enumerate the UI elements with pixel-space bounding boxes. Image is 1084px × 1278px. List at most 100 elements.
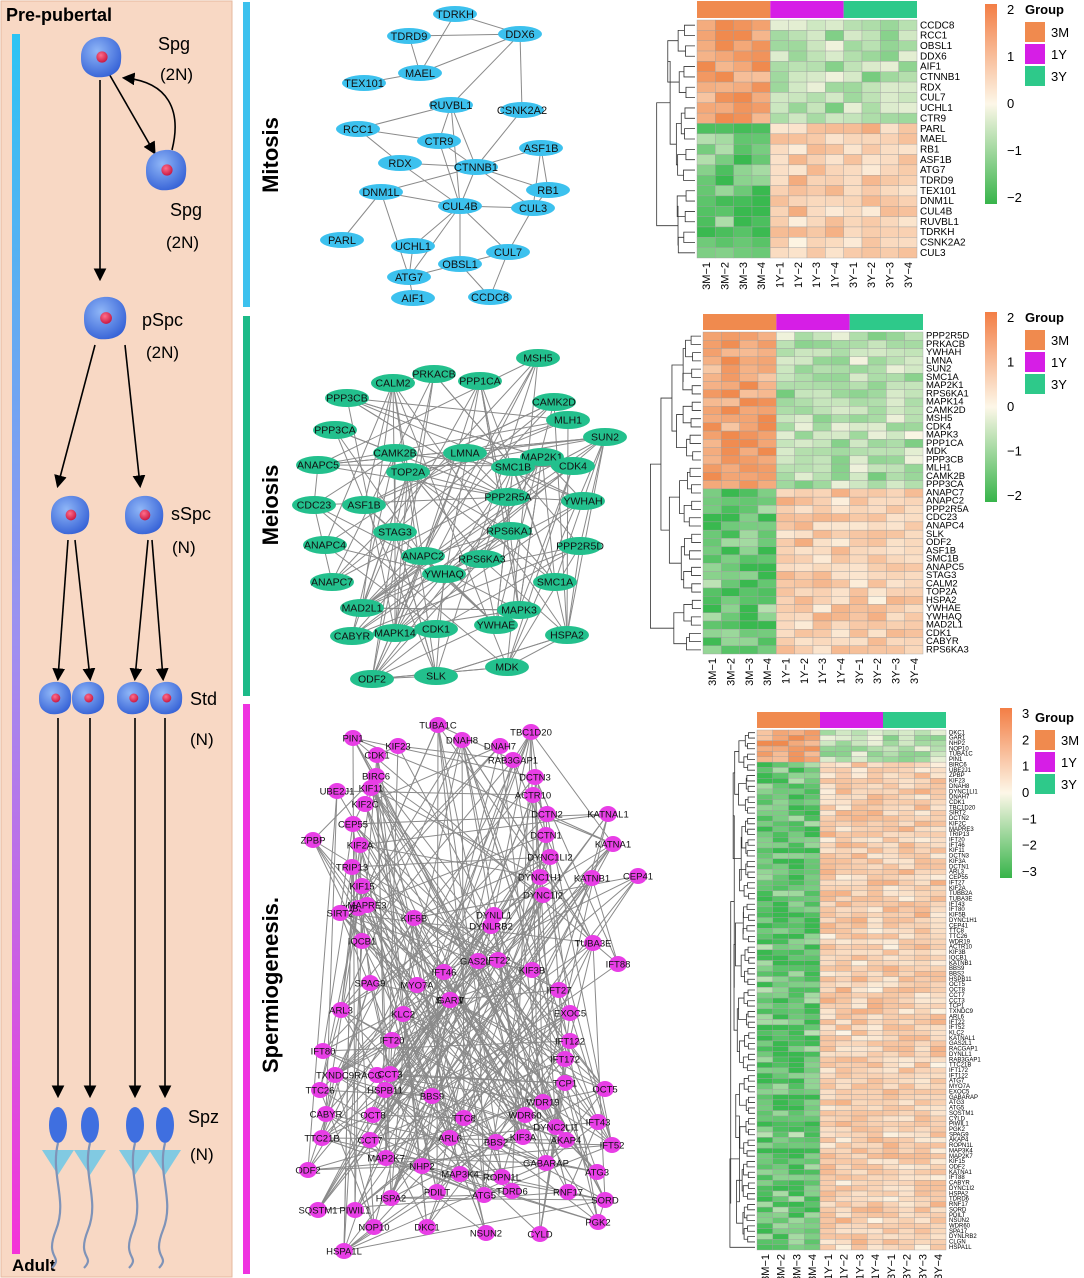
heatmap-gene-label: CLGN (949, 1240, 966, 1246)
network-node-label: NOP10 (358, 1222, 389, 1233)
heatmap-cell (819, 1244, 836, 1251)
heatmap-cell (851, 1233, 868, 1240)
heatmap-cell (867, 1030, 884, 1036)
heatmap-cell (702, 356, 722, 366)
heatmap-cell (882, 1169, 899, 1176)
network-node: CTR9 (417, 133, 461, 149)
group-annotation (757, 712, 820, 728)
heatmap-sample-label: 1Y−2 (839, 1254, 851, 1278)
heatmap-cell (914, 826, 931, 833)
heatmap-cell (804, 1126, 821, 1133)
heatmap-cell (849, 620, 869, 630)
heatmap-cell (715, 175, 734, 186)
heatmap-cell (867, 331, 887, 341)
heatmap-cell (867, 513, 887, 523)
heatmap-cell (867, 1072, 884, 1079)
heatmap-cell (898, 1212, 915, 1219)
heatmap-cell (930, 1206, 947, 1213)
heatmap-cell (819, 820, 836, 827)
network-node: HSPB11 (367, 1082, 403, 1098)
heatmap-cell (819, 804, 836, 811)
heatmap-cell (851, 767, 868, 774)
network-node-label: MAP3K4 (441, 1169, 479, 1180)
heatmap-cell (886, 629, 905, 638)
heatmap-gene-label: OCT8 (949, 988, 966, 994)
heatmap-cell (886, 562, 905, 572)
heatmap-cell (733, 154, 753, 166)
heatmap-cell (835, 997, 852, 1004)
heatmap-cell (851, 761, 868, 768)
heatmap-cell (806, 61, 826, 72)
heatmap-cell (861, 102, 881, 114)
heatmap-cell (930, 960, 947, 967)
heatmap-cell (914, 1078, 931, 1085)
heatmap-cell (898, 1051, 915, 1058)
heatmap-cell (851, 842, 868, 849)
heatmap-cell (739, 430, 759, 440)
network-edge (399, 162, 461, 207)
heatmap-cell (751, 133, 771, 145)
heatmap-cell (898, 1233, 915, 1240)
network-node-label: BIRC6 (362, 771, 390, 782)
heatmap-cell (835, 1169, 852, 1176)
heatmap-cell (702, 455, 722, 465)
heatmap-cell (788, 928, 805, 934)
heatmap-cell (843, 102, 863, 114)
heatmap-cell (788, 1233, 805, 1240)
network-edge (357, 745, 501, 909)
network-node: ROPN1L (483, 1169, 521, 1185)
heatmap-cell (904, 430, 924, 440)
heatmap-cell (882, 863, 899, 870)
heatmap-cell (739, 571, 759, 580)
heatmap-sample-label: 1Y−2 (799, 658, 811, 684)
heatmap-cell (788, 954, 805, 961)
heatmap-cell (898, 1046, 915, 1052)
heatmap-cell (930, 954, 947, 961)
heatmap-gene-label: PPP1CA (926, 438, 964, 449)
heatmap-cell (804, 799, 821, 806)
network-node-label: TDRD9 (391, 31, 428, 43)
heatmap-cell (819, 1137, 836, 1143)
heatmap-cell (739, 414, 759, 424)
heatmap-cell (898, 772, 915, 779)
heatmap-cell (831, 348, 850, 357)
heatmap-cell (849, 397, 869, 407)
network-node-label: RDX (388, 158, 412, 170)
network-node-label: CYLD (527, 1229, 552, 1240)
heatmap-cell (882, 1072, 899, 1079)
heatmap-gene-label: DNM1L (920, 196, 954, 207)
group-annotation (849, 314, 923, 330)
network-node: MAPK14 (373, 624, 417, 642)
heatmap-cell (851, 971, 868, 977)
heatmap-cell (804, 1174, 821, 1181)
heatmap-cell (898, 761, 915, 768)
network-node: DKC1 (414, 1219, 440, 1235)
heatmap-cell (770, 133, 789, 145)
heatmap-cell (898, 1003, 915, 1009)
heatmap-cell (861, 226, 881, 238)
heatmap-cell (930, 837, 947, 843)
heatmap-sample-label: 3M−2 (726, 658, 738, 686)
heatmap-cell (819, 1126, 836, 1133)
network-node-label: RAB3GAP1 (488, 755, 538, 766)
heatmap-cell (851, 1174, 868, 1181)
heatmap-cell (930, 1040, 947, 1047)
heatmap-cell (882, 740, 899, 747)
heatmap-cell (756, 783, 773, 790)
heatmap-cell (772, 745, 789, 752)
heatmap-cell (825, 81, 844, 93)
heatmap-cell (914, 1115, 931, 1122)
heatmap-cell (851, 1051, 868, 1058)
network-node-label: IFT88 (606, 959, 631, 970)
heatmap-cell (788, 112, 808, 124)
heatmap-cell (819, 1035, 836, 1042)
heatmap-cell (794, 406, 814, 415)
heatmap-gene-label: DCTN3 (949, 854, 970, 860)
heatmap-gene-label: SMC1A (926, 372, 959, 383)
heatmap-cell (867, 906, 884, 913)
heatmap-cell (914, 1024, 931, 1031)
heatmap-cell (788, 1185, 805, 1192)
heatmap-cell (788, 1024, 805, 1031)
heatmap-cell (696, 195, 716, 207)
heatmap-cell (880, 154, 899, 166)
